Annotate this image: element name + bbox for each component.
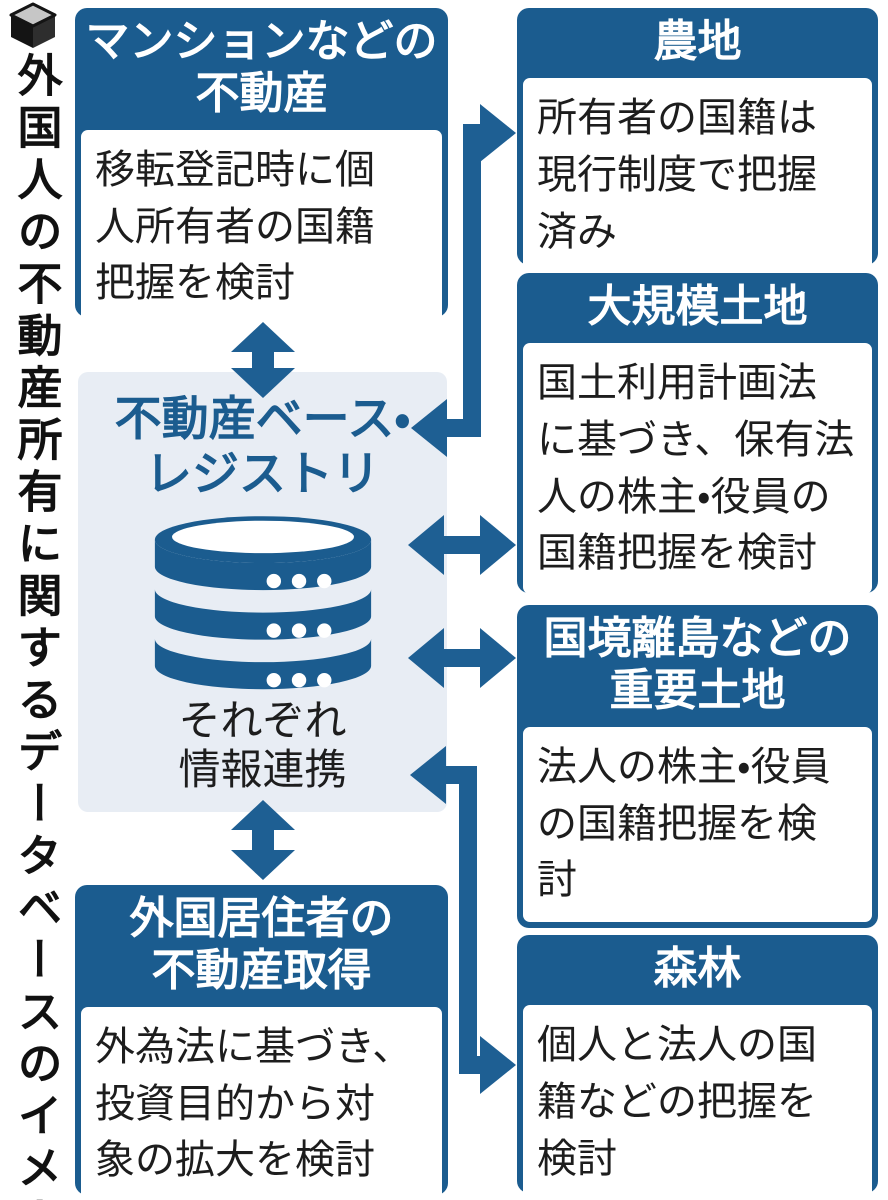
- card-header: 森林: [653, 944, 742, 993]
- card-body: 法人の株主・役員 の国籍把握を検 討: [523, 726, 872, 922]
- card-header: マンションなどの 不動産: [85, 17, 438, 118]
- cube-bullet-icon: [9, 2, 57, 48]
- card-mansion-real-estate: マンションなどの 不動産 移転登記時に個 人所有者の国籍 把握を検討: [75, 8, 448, 325]
- card-body: 国土利用計画法 に基づき、保有法 人の株主・役員の 国籍把握を検討: [523, 342, 872, 595]
- card-farmland: 農地 所有者の国籍は 現行制度で把握 済み: [517, 8, 878, 273]
- arrow-registry-foreign-resident: [231, 800, 295, 880]
- card-body: 移転登記時に個 人所有者の国籍 把握を検討: [81, 129, 442, 325]
- card-header: 大規模土地: [587, 282, 808, 331]
- card-body: 個人と法人の国 籍などの把握を 検討: [523, 1004, 872, 1200]
- card-body: 外為法に基づき、 投資目的から対 象の拡大を検討: [81, 1006, 442, 1200]
- card-body: 所有者の国籍は 現行制度で把握 済み: [523, 77, 872, 273]
- page-title: 外国人の不動産所有に関するデータベースのイメージ: [10, 52, 62, 1200]
- card-header: 国境離島などの 重要土地: [543, 614, 852, 715]
- registry-note: それぞれ 情報連携: [178, 697, 347, 793]
- headline-column: 外国人の不動産所有に関するデータベースのイメージ: [6, 0, 68, 1200]
- registry-title: 不動産ベース・ レジストリ: [114, 392, 411, 500]
- card-foreign-resident-acquisition: 外国居住者の 不動産取得 外為法に基づき、 投資目的から対 象の拡大を検討: [75, 885, 448, 1200]
- card-forest: 森林 個人と法人の国 籍などの把握を 検討: [517, 935, 878, 1200]
- card-large-scale-land: 大規模土地 国土利用計画法 に基づき、保有法 人の株主・役員の 国籍把握を検討: [517, 273, 878, 595]
- registry-panel: 不動産ベース・ レジストリ それぞれ 情報連携: [78, 372, 447, 812]
- card-border-islands-important-land: 国境離島などの 重要土地 法人の株主・役員 の国籍把握を検 討: [517, 605, 878, 928]
- database-icon: [154, 516, 371, 690]
- card-header: 農地: [653, 17, 742, 66]
- card-header: 外国居住者の 不動産取得: [129, 894, 394, 995]
